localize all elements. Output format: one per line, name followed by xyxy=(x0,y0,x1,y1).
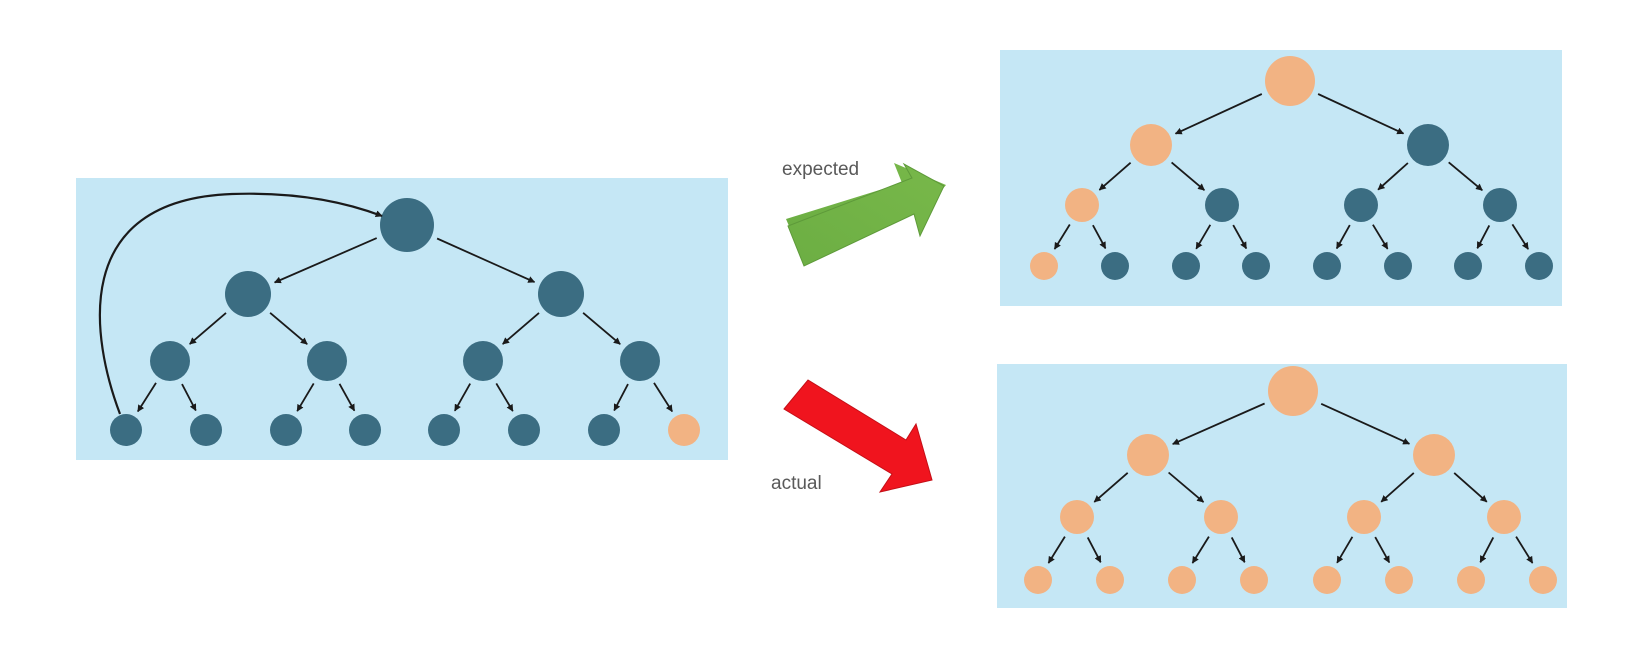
tree-edge xyxy=(613,383,629,412)
expected-arrow xyxy=(786,163,946,226)
tree-node-2 xyxy=(225,271,271,317)
tree-node-11 xyxy=(1240,566,1268,594)
tree-edge xyxy=(1377,162,1409,191)
tree-node-1 xyxy=(380,198,434,252)
tree-node-12 xyxy=(1313,566,1341,594)
tree-edge xyxy=(1174,93,1263,135)
tree-node-14 xyxy=(1454,252,1482,280)
tree-edge xyxy=(1374,536,1391,564)
tree-edge xyxy=(436,237,536,283)
tree-edge xyxy=(1380,472,1415,503)
expected-tree xyxy=(1030,56,1553,280)
tree-node-14 xyxy=(1457,566,1485,594)
tree-edge xyxy=(338,383,356,412)
tree-node-13 xyxy=(1384,252,1412,280)
tree-edge xyxy=(502,312,540,345)
tree-node-13 xyxy=(508,414,540,446)
tree-node-8 xyxy=(1024,566,1052,594)
tree-node-6 xyxy=(1344,188,1378,222)
tree-edge xyxy=(1335,224,1351,250)
tree-node-10 xyxy=(1172,252,1200,280)
tree-node-4 xyxy=(1060,500,1094,534)
tree-edge xyxy=(1372,224,1389,250)
tree-node-3 xyxy=(1407,124,1449,166)
tree-node-12 xyxy=(428,414,460,446)
tree-edge xyxy=(1476,224,1491,249)
tree-node-5 xyxy=(1205,188,1239,222)
tree-edge xyxy=(1515,536,1534,564)
tree-edge xyxy=(1098,162,1132,191)
tree-edge xyxy=(1171,161,1205,191)
tree-edge xyxy=(1453,472,1488,503)
tree-node-7 xyxy=(620,341,660,381)
tree-edge xyxy=(454,383,471,412)
tree-edge xyxy=(1191,536,1210,564)
tree-edge xyxy=(653,382,673,413)
tree-edge xyxy=(582,312,621,345)
tree-node-3 xyxy=(538,271,584,317)
tree-edge xyxy=(181,383,197,412)
tree-node-15 xyxy=(668,414,700,446)
expected-arrow-shape xyxy=(787,162,945,267)
tree-node-11 xyxy=(1242,252,1270,280)
tree-node-2 xyxy=(1127,434,1169,476)
expected-label: expected xyxy=(782,159,859,180)
tree-node-10 xyxy=(1168,566,1196,594)
tree-node-15 xyxy=(1525,252,1553,280)
tree-edge xyxy=(137,382,157,413)
tree-node-7 xyxy=(1483,188,1517,222)
actual-arrow-shape xyxy=(783,379,933,493)
tree-node-13 xyxy=(1385,566,1413,594)
tree-node-4 xyxy=(150,341,190,381)
tree-edge xyxy=(1195,224,1212,250)
tree-node-5 xyxy=(307,341,347,381)
tree-edge xyxy=(1230,536,1246,563)
tree-edge xyxy=(1168,471,1205,503)
tree-edge xyxy=(189,312,227,345)
tree-edge xyxy=(1232,224,1248,250)
tree-node-15 xyxy=(1529,566,1557,594)
tree-edge xyxy=(1448,161,1483,191)
tree-edge xyxy=(1053,224,1071,250)
tree-node-10 xyxy=(270,414,302,446)
tree-edge xyxy=(1511,223,1529,250)
tree-node-2 xyxy=(1130,124,1172,166)
tree-edge xyxy=(1320,402,1411,445)
tree-node-5 xyxy=(1204,500,1238,534)
tree-edge xyxy=(1172,402,1265,445)
actual-label: actual xyxy=(771,473,822,494)
tree-edge xyxy=(1047,536,1066,564)
tree-node-8 xyxy=(1030,252,1058,280)
tree-edge xyxy=(1092,224,1107,250)
tree-node-14 xyxy=(588,414,620,446)
tree-edge xyxy=(296,382,315,412)
tree-node-9 xyxy=(190,414,222,446)
tree-node-11 xyxy=(349,414,381,446)
tree-node-6 xyxy=(1347,500,1381,534)
tree-edge xyxy=(273,237,378,284)
source-tree xyxy=(110,198,700,446)
tree-node-9 xyxy=(1101,252,1129,280)
tree-edge xyxy=(269,312,308,345)
tree-edge xyxy=(1336,536,1354,564)
actual-tree xyxy=(1024,366,1557,594)
tree-node-1 xyxy=(1265,56,1315,106)
tree-node-12 xyxy=(1313,252,1341,280)
tree-node-6 xyxy=(463,341,503,381)
tree-node-1 xyxy=(1268,366,1318,416)
tree-node-9 xyxy=(1096,566,1124,594)
tree-edge xyxy=(495,382,514,412)
tree-node-3 xyxy=(1413,434,1455,476)
tree-edge xyxy=(1093,472,1129,503)
tree-edge xyxy=(1317,93,1405,135)
tree-edge xyxy=(1086,536,1102,563)
tree-node-8 xyxy=(110,414,142,446)
tree-node-4 xyxy=(1065,188,1099,222)
back-edge-arrow xyxy=(98,192,383,415)
tree-edge xyxy=(1479,536,1495,563)
tree-node-7 xyxy=(1487,500,1521,534)
